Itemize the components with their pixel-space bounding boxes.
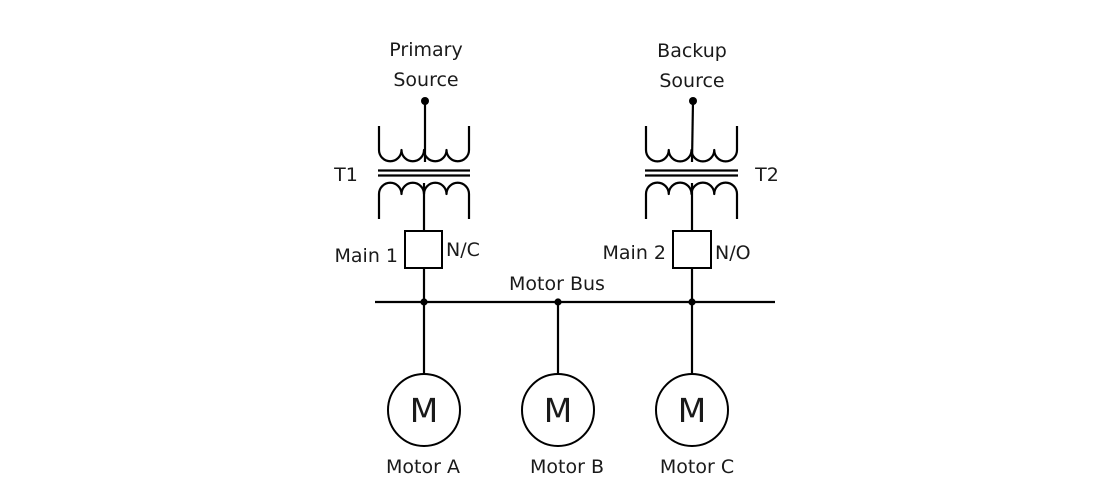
primary-branch: Primary Source T1 Main 1 N/C xyxy=(333,39,480,302)
backup-source-label-line1: Backup xyxy=(657,40,727,62)
t2-primary-winding xyxy=(644,126,739,163)
primary-source-label-line2: Source xyxy=(393,69,458,91)
motor-b-label: Motor B xyxy=(530,456,604,478)
primary-source-label-line1: Primary xyxy=(389,39,462,61)
breaker-main2-label: Main 2 xyxy=(603,242,667,264)
motor-a-symbol[interactable] xyxy=(387,373,461,447)
motor-b[interactable]: M Motor B xyxy=(521,302,604,478)
backup-source-label-line2: Source xyxy=(659,70,724,92)
motor-c-letter: M xyxy=(678,391,706,430)
transformer-t2: T2 xyxy=(644,126,779,219)
breaker-main2[interactable] xyxy=(672,230,712,269)
motor-a[interactable]: M Motor A xyxy=(386,302,461,478)
t1-label: T1 xyxy=(333,164,358,186)
motor-c-label: Motor C xyxy=(660,456,734,478)
transformer-t1: T1 xyxy=(333,126,471,219)
breaker-main1-label: Main 1 xyxy=(335,245,399,267)
motor-b-letter: M xyxy=(544,391,572,430)
breaker-main1-state: N/C xyxy=(446,239,480,261)
motor-bus: Motor Bus xyxy=(375,273,775,306)
motor-b-symbol[interactable] xyxy=(521,373,595,447)
breaker-main1[interactable] xyxy=(404,230,443,269)
motor-c[interactable]: M Motor C xyxy=(655,302,734,478)
motor-a-label: Motor A xyxy=(386,456,460,478)
t1-primary-winding xyxy=(377,126,471,163)
breaker-main2-state: N/O xyxy=(715,242,751,264)
t2-label: T2 xyxy=(754,164,779,186)
motor-a-letter: M xyxy=(410,391,438,430)
motor-c-symbol[interactable] xyxy=(655,373,729,447)
backup-branch: Backup Source T2 Main 2 N/O xyxy=(603,40,779,302)
bus-label: Motor Bus xyxy=(509,273,605,295)
